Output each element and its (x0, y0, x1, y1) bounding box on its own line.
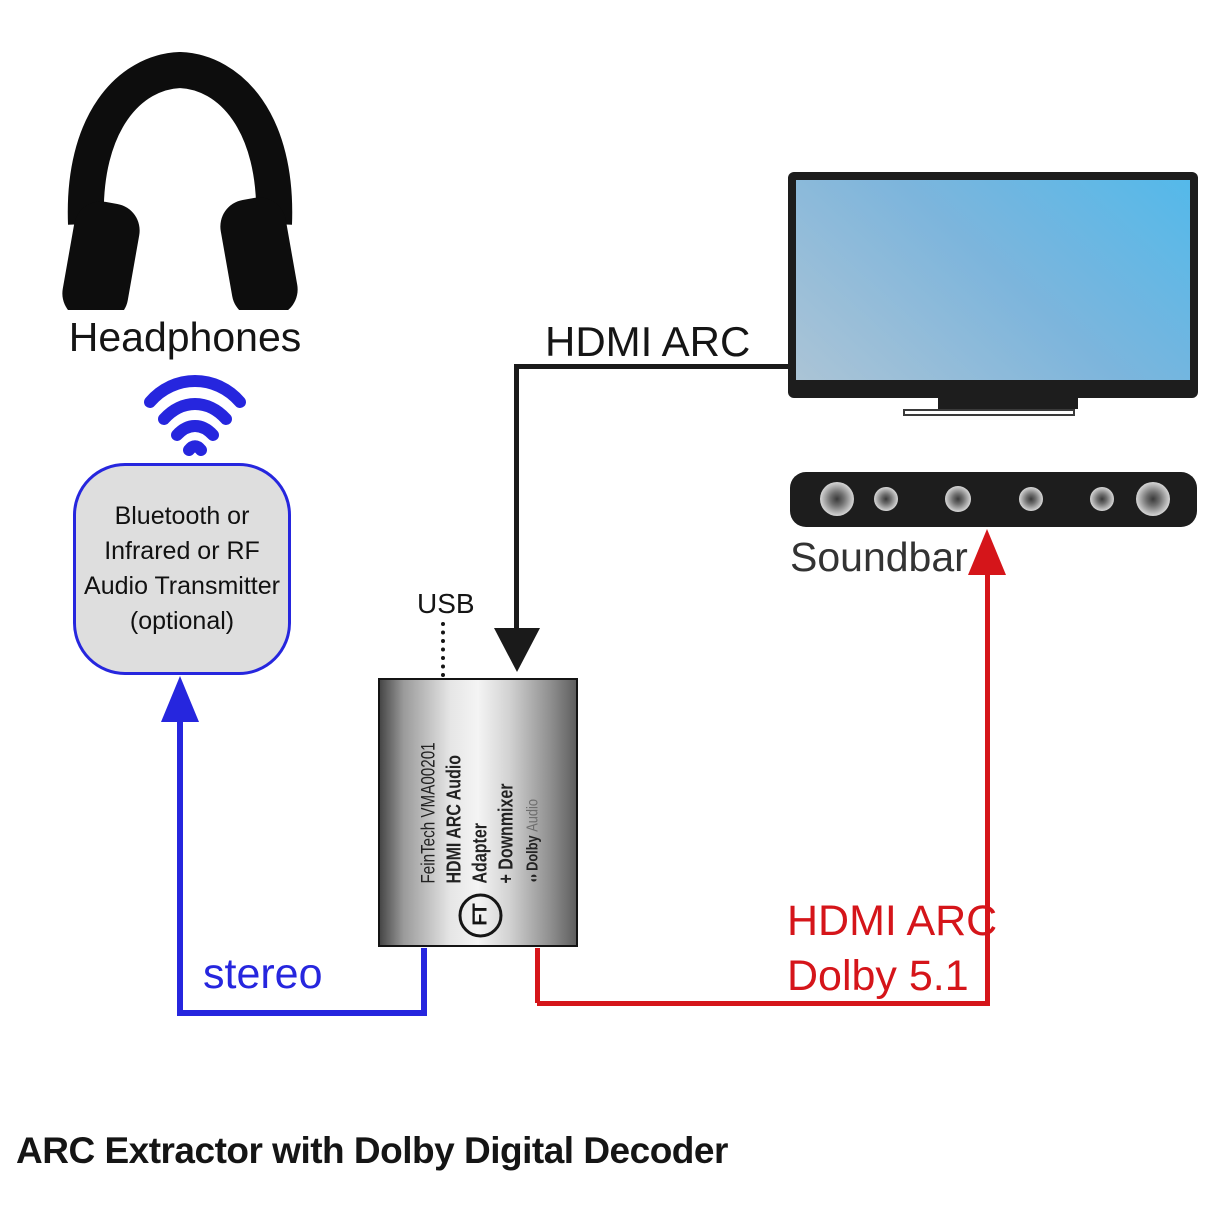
speaker-circle (1136, 482, 1170, 516)
tv-screen (796, 180, 1190, 380)
dolby-word: Dolby (523, 834, 541, 871)
dolby-double-d-icon: ◖◗ (524, 873, 540, 883)
usb-label: USB (417, 588, 475, 619)
red-line-vertical-right (985, 574, 990, 1006)
red-label-line2: Dolby 5.1 (787, 952, 969, 1000)
speaker-circle (1019, 487, 1043, 511)
usb-dotted-line (441, 622, 445, 677)
wifi-signal-icon (144, 375, 246, 456)
blue-line-horizontal (177, 1010, 427, 1016)
red-connection-label: HDMI ARC Dolby 5.1 (787, 894, 997, 1004)
tv-stand-neck (938, 398, 1078, 409)
diagram-title: ARC Extractor with Dolby Digital Decoder (16, 1130, 728, 1171)
headphones-label: Headphones (68, 314, 302, 360)
adapter-product-line: HDMI ARC Audio Adapter (442, 754, 491, 883)
arrow-up-red-icon (968, 529, 1006, 575)
stereo-label: stereo (203, 950, 323, 998)
transmitter-line: Infrared or RF (104, 537, 260, 565)
headphones-icon (62, 52, 298, 310)
soundbar-icon (790, 472, 1197, 527)
dolby-audio-line: ◖◗ Dolby Audio (521, 721, 545, 883)
hdmi-arc-line-horizontal (517, 364, 788, 369)
adapter-feature-line: + Downmixer (494, 782, 517, 883)
arrow-up-blue-icon (161, 676, 199, 722)
speaker-circle (820, 482, 854, 516)
dolby-word-audio: Audio (523, 798, 541, 832)
transmitter-box: Bluetooth or Infrared or RF Audio Transm… (73, 463, 291, 675)
adapter-label-rotated: FT FeinTech VMA00201 HDMI ARC Audio Adap… (380, 680, 580, 949)
adapter-device: FT FeinTech VMA00201 HDMI ARC Audio Adap… (378, 678, 578, 947)
blue-line-vertical-right (421, 948, 427, 1012)
speaker-circle (945, 486, 971, 512)
red-line-vertical-left (535, 948, 540, 1003)
speaker-circle (1090, 487, 1114, 511)
speaker-circle (874, 487, 898, 511)
blue-line-vertical-left (177, 720, 183, 1016)
red-label-line1: HDMI ARC (787, 897, 998, 945)
tv-stand-base (903, 409, 1075, 416)
adapter-text-block: FeinTech VMA00201 HDMI ARC Audio Adapter… (416, 721, 545, 883)
ft-logo-icon: FT (458, 893, 502, 937)
transmitter-line: Bluetooth or (114, 502, 250, 530)
hdmi-arc-line-vertical (514, 364, 519, 628)
arrow-down-icon (494, 628, 540, 672)
transmitter-line: (optional) (129, 607, 235, 635)
soundbar-label: Soundbar (790, 534, 968, 580)
hdmi-arc-label: HDMI ARC (545, 318, 751, 365)
transmitter-line: Audio Transmitter (84, 572, 280, 600)
red-line-horizontal (537, 1001, 990, 1006)
adapter-brand-line: FeinTech VMA00201 (417, 741, 439, 883)
